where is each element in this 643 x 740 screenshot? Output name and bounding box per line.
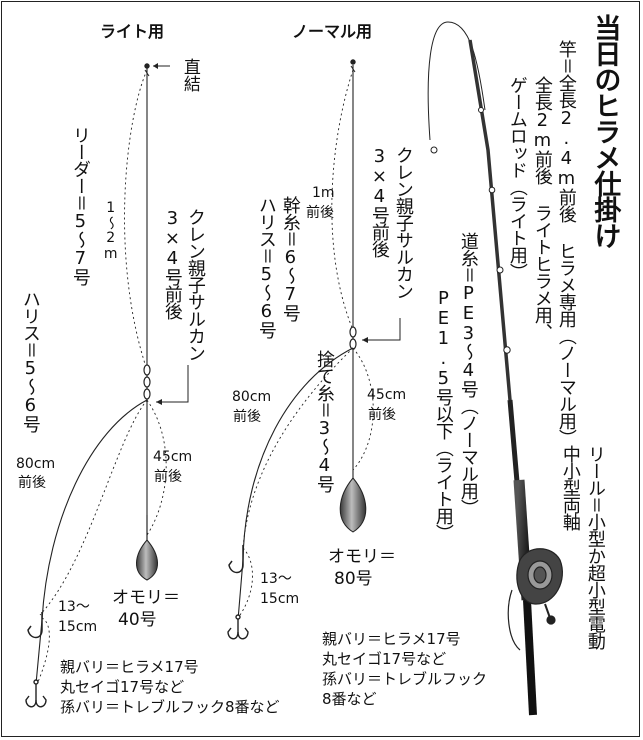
normal-top-swivel [350, 59, 356, 73]
leader-length-label: 1〜2m [102, 200, 119, 262]
reel-icon [507, 548, 563, 651]
mainline-spec-line2: PE1.5号以下（ライト用） [432, 288, 454, 541]
normal-swivel-pointer [362, 318, 401, 341]
light-sinker-len-b: 前後 [154, 469, 182, 485]
normal-treble-hook-icon [227, 614, 249, 640]
normal-hooks-line4: 8番など [322, 690, 377, 708]
sute-len-a: 45cm [367, 387, 407, 403]
leader-label: リーダー＝5〜7号 [69, 126, 91, 285]
light-heading: ライト用 [100, 22, 165, 41]
swivel-pointer [156, 365, 189, 403]
normal-oyabari-hook-icon [228, 545, 244, 574]
normal-harris [237, 347, 354, 621]
light-hookgap-dim [37, 617, 50, 683]
normal-hooks-line2: 丸セイゴ17号など [322, 650, 447, 668]
direct-connect-label: 直結 [179, 58, 200, 92]
normal-sinker-label-b: 80号 [334, 569, 373, 589]
rod-spec-line2: 全長2m前後 ライトヒラメ用、 [531, 76, 553, 340]
light-oyabari-hook-icon [27, 612, 43, 639]
light-harris-dim [39, 399, 148, 616]
light-harris-len-b: 前後 [18, 475, 46, 491]
light-swivel-size-label: 3×4号前後 [161, 208, 183, 319]
normal-swivel-label: クレン親子サルカン [392, 146, 414, 299]
normal-hooks-line3: 孫バリ＝トレブルフック [322, 670, 488, 688]
normal-swivel-size-label: 3×4号前後 [368, 146, 390, 257]
mainline-spec-line1: 道糸＝PE3〜4号（ノーマル用） [457, 232, 479, 516]
normal-rig [227, 59, 401, 640]
normal-hookgap-a: 13〜 [260, 571, 292, 587]
normal-harris-label: ハリス＝5〜6号 [255, 196, 277, 338]
light-sinker-label-a: オモリ＝ [112, 588, 180, 608]
mikiito-label: 幹糸＝6〜7号 [279, 196, 301, 321]
reel-spec-line1: リール＝小型か超小型電動 [584, 445, 606, 649]
light-swivel-label: クレン親子サルカン [184, 208, 206, 361]
light-harris-label: ハリス＝5〜6号 [19, 290, 41, 432]
rod-spec-line3: ゲームロッド（ライト用） [506, 76, 528, 280]
light-harris [35, 399, 148, 685]
normal-hookgap-dim [237, 547, 253, 619]
light-hooks-line3: 孫バリ＝トレブルフック8番など [60, 698, 280, 716]
normal-harris-len-b: 前後 [233, 409, 261, 425]
light-top-swivel [144, 63, 150, 77]
light-hooks-line2: 丸セイゴ17号など [60, 678, 185, 696]
normal-sinker-dim [352, 347, 374, 471]
normal-sinker [339, 477, 367, 533]
light-sinker [136, 539, 158, 581]
light-treble-hook-icon [25, 679, 47, 708]
reel-spec-line2: 中小型両軸 [559, 445, 581, 530]
light-sinker-len-a: 45cm [153, 449, 193, 465]
rod-spec-line1: 竿＝全長2.4m前後 ヒラメ専用（ノーマル用） [555, 40, 577, 446]
normal-heading: ノーマル用 [292, 22, 373, 41]
light-sinker-dim [146, 399, 167, 536]
sute-ito-label: 捨て糸＝3〜4号 [313, 350, 335, 492]
light-harris-len-a: 80cm [16, 456, 56, 472]
normal-length-dim [331, 69, 354, 331]
leader-length-dim [124, 69, 148, 371]
light-swivel [143, 364, 151, 400]
light-sinker-label-b: 40号 [118, 610, 157, 630]
light-hooks-line1: 親バリ＝ヒラメ17号 [60, 658, 199, 676]
normal-len-b: 前後 [306, 205, 334, 221]
rod-tip-line [427, 21, 486, 141]
normal-sinker-label-a: オモリ＝ [328, 547, 396, 567]
normal-len-a: 1m [312, 185, 335, 201]
page-title: 当日のヒラメ仕掛け [589, 14, 621, 248]
normal-harris-len-a: 80cm [232, 389, 272, 405]
sute-len-b: 前後 [368, 407, 396, 423]
normal-hookgap-b: 15cm [260, 591, 300, 607]
normal-swivel [349, 326, 357, 350]
light-rig [25, 63, 189, 708]
normal-harris-dim [242, 347, 354, 549]
light-hookgap-a: 13〜 [58, 599, 90, 615]
normal-hooks-line1: 親バリ＝ヒラメ17号 [322, 630, 461, 648]
light-hookgap-b: 15cm [58, 619, 98, 635]
